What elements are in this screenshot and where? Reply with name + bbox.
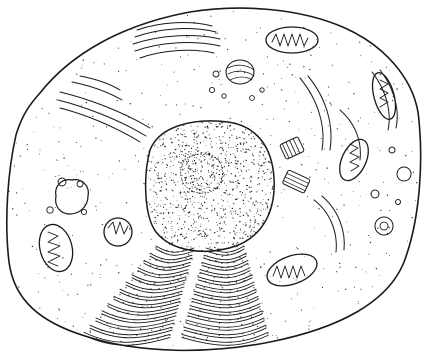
golgi-apparatus-left — [58, 76, 150, 142]
mitochondrion-right — [334, 135, 374, 185]
rough-endoplasmic-reticulum — [83, 246, 268, 346]
mitochondrion-top-right — [266, 27, 318, 53]
mitochondrion-left — [34, 221, 77, 276]
centrosome — [209, 60, 264, 100]
golgi-apparatus-top — [133, 23, 220, 58]
centriole-bottom — [282, 170, 310, 194]
mitochondrion-center-left — [104, 218, 132, 246]
lysosome-left — [47, 178, 89, 215]
mitochondrion-bottom-right — [263, 248, 321, 292]
nucleus-chromatin — [146, 122, 275, 251]
nucleus — [146, 121, 275, 251]
endoplasmic-reticulum-right — [300, 70, 397, 252]
centriole-pair — [280, 137, 311, 194]
centriole-top — [280, 137, 305, 160]
mitochondrion-right-upper — [368, 70, 400, 122]
vesicles-right — [371, 147, 411, 235]
